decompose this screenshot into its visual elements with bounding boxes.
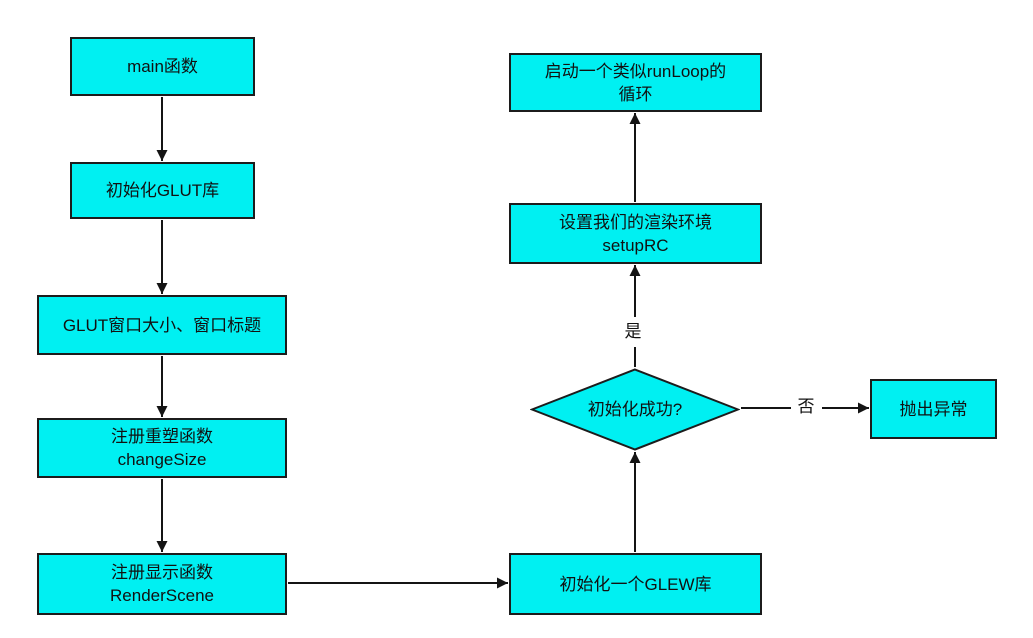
node-run-loop-label: 启动一个类似runLoop的循环	[544, 61, 727, 104]
node-register-display-label-line1: 注册显示函数	[111, 563, 213, 582]
node-glut-window: GLUT窗口大小、窗口标题	[37, 295, 287, 355]
node-run-loop: 启动一个类似runLoop的循环	[509, 53, 762, 112]
edge-label-no: 否	[794, 397, 818, 417]
node-setup-rc-label-line1: 设置我们的渲染环境	[559, 212, 712, 232]
edge-label-yes: 是	[621, 322, 645, 342]
node-init-success-label: 初始化成功?	[587, 400, 683, 419]
node-register-display: 注册显示函数 RenderScene	[37, 553, 287, 615]
node-register-reshape-label-line2: changeSize	[117, 450, 207, 469]
node-glut-window-label: GLUT窗口大小、窗口标题	[62, 315, 262, 335]
diamond-shape-svg	[530, 368, 740, 451]
node-register-reshape: 注册重塑函数 changeSize	[37, 418, 287, 478]
node-setup-rc-label-line2: setupRC	[602, 235, 669, 255]
node-init-glut: 初始化GLUT库	[70, 162, 255, 219]
node-init-success: 初始化成功?	[530, 368, 740, 451]
node-setup-rc: 设置我们的渲染环境 setupRC	[509, 203, 762, 264]
node-main-label: main函数	[127, 57, 198, 76]
node-register-reshape-label-line1: 注册重塑函数	[111, 427, 213, 446]
node-register-display-label-line2: RenderScene	[110, 586, 214, 605]
node-main: main函数	[70, 37, 255, 96]
node-init-glew-label: 初始化一个GLEW库	[559, 574, 712, 594]
node-init-glew: 初始化一个GLEW库	[509, 553, 762, 615]
node-init-glut-label: 初始化GLUT库	[105, 181, 220, 200]
node-throw-exception-label: 抛出异常	[899, 399, 968, 419]
node-throw-exception: 抛出异常	[870, 379, 997, 439]
